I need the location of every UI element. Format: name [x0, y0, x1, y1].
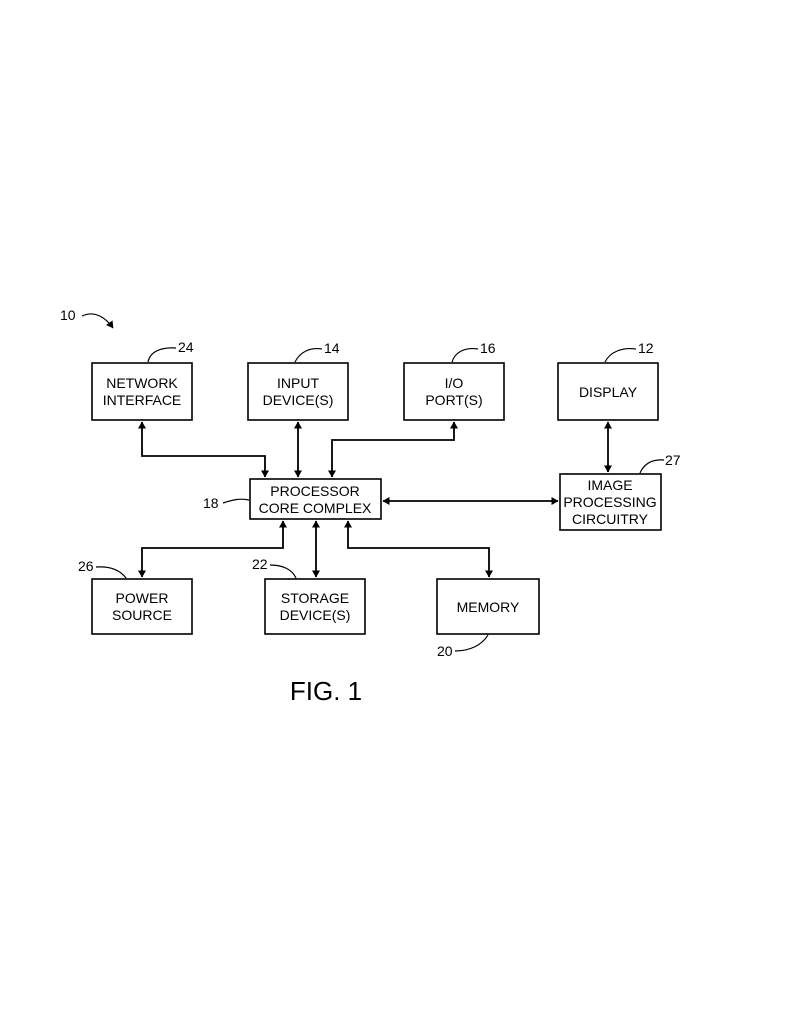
- io-ports-line-1: I/O: [445, 375, 464, 391]
- storage-devices-line-2: DEVICE(S): [280, 607, 351, 623]
- io-ports-block: I/O PORT(S): [403, 362, 505, 421]
- display-line-1: DISPLAY: [579, 384, 638, 400]
- figure-label: FIG. 1: [290, 676, 362, 706]
- wire-network-processor: [138, 421, 269, 478]
- power-source-block: POWER SOURCE: [91, 578, 193, 635]
- input-devices-line-2: DEVICE(S): [263, 392, 334, 408]
- io-ports-ref: 16: [480, 340, 496, 356]
- processor-line-1: PROCESSOR: [270, 483, 359, 499]
- memory-line-1: MEMORY: [457, 599, 520, 615]
- processor-core-complex-block: PROCESSOR CORE COMPLEX: [249, 478, 382, 520]
- network-interface-ref: 24: [178, 339, 194, 355]
- image-processing-line-3: CIRCUITRY: [572, 511, 649, 527]
- storage-devices-line-1: STORAGE: [281, 590, 349, 606]
- display-ref: 12: [638, 340, 654, 356]
- wire-processor-power: [138, 520, 287, 578]
- network-interface-block: NETWORK INTERFACE: [91, 362, 193, 421]
- power-source-ref-leader: [95, 566, 127, 579]
- memory-ref: 20: [437, 643, 453, 659]
- storage-devices-ref-leader: [269, 564, 297, 579]
- wire-io-processor: [328, 421, 458, 478]
- io-ports-ref-leader: [451, 347, 479, 363]
- input-devices-line-1: INPUT: [277, 375, 319, 391]
- image-processing-line-1: IMAGE: [587, 477, 632, 493]
- input-devices-block: INPUT DEVICE(S): [247, 362, 349, 421]
- processor-ref: 18: [203, 495, 219, 511]
- storage-devices-ref: 22: [252, 556, 268, 572]
- input-devices-ref-leader: [294, 347, 323, 363]
- input-devices-ref: 14: [324, 340, 340, 356]
- processor-ref-leader: [222, 498, 250, 504]
- power-source-line-1: POWER: [116, 590, 169, 606]
- power-source-ref: 26: [78, 558, 94, 574]
- storage-devices-block: STORAGE DEVICE(S): [264, 578, 366, 635]
- network-interface-line-1: NETWORK: [106, 375, 178, 391]
- io-ports-line-2: PORT(S): [425, 392, 482, 408]
- wire-processor-memory: [344, 520, 493, 578]
- power-source-line-2: SOURCE: [112, 607, 172, 623]
- image-processing-ref: 27: [665, 452, 681, 468]
- memory-ref-leader: [454, 634, 489, 652]
- system-ref-arrow: [81, 313, 114, 329]
- image-processing-line-2: PROCESSING: [563, 494, 656, 510]
- system-ref-label: 10: [60, 307, 76, 323]
- display-ref-leader: [604, 347, 637, 363]
- image-processing-block: IMAGE PROCESSING CIRCUITRY: [559, 473, 662, 531]
- network-interface-line-2: INTERFACE: [103, 392, 182, 408]
- memory-block: MEMORY: [436, 578, 540, 635]
- network-interface-ref-leader: [147, 347, 177, 363]
- image-processing-ref-leader: [639, 459, 665, 474]
- processor-line-2: CORE COMPLEX: [259, 500, 372, 516]
- display-block: DISPLAY: [557, 362, 659, 421]
